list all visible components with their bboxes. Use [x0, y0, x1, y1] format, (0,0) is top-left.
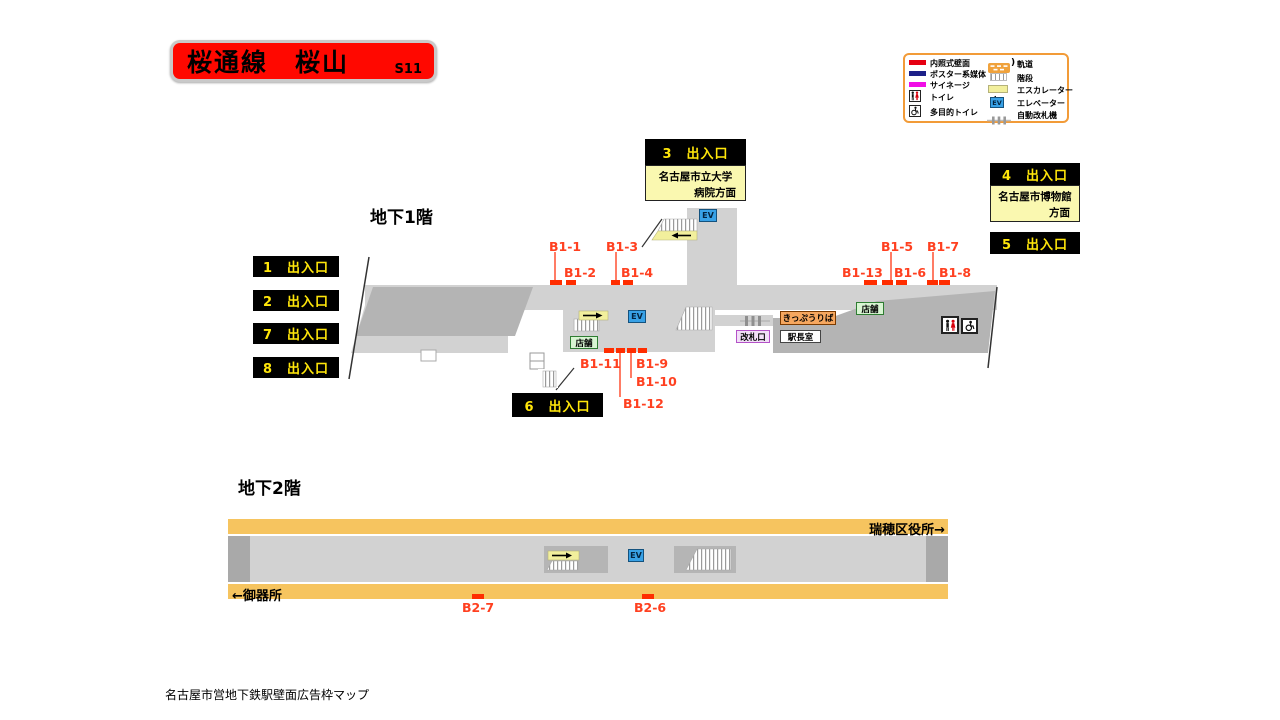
legend-label-poster: ポスター系媒体: [930, 70, 986, 79]
exit-4-destination-line2: 方面: [1049, 207, 1070, 220]
ad-label-b1-1: B1-1: [549, 239, 582, 254]
station-office-box: 駅長室: [780, 330, 821, 343]
direction-gokiso: ←御器所: [232, 589, 282, 604]
exit-6-box: 6 出入口: [512, 393, 603, 417]
station-title: 桜通線 桜山: [187, 48, 350, 77]
ad-marker-b1-10: [627, 348, 636, 353]
toilet-icon-b1: [941, 316, 959, 334]
legend-label-track: 軌道: [1017, 60, 1033, 69]
ad-marker-b1-6: [896, 280, 907, 285]
legend-label-signage: サイネージ: [930, 81, 970, 90]
legend: 内照式壁面 ポスター系媒体 サイネージ トイレ 多目的トイレ ) 軌道 階段 エ…: [903, 53, 1073, 125]
stairs-icon: [990, 73, 1007, 81]
ad-label-b1-11: B1-11: [580, 356, 621, 371]
exit-4-destination-line1: 名古屋市博物館: [998, 191, 1072, 203]
ad-marker-b1-7: [927, 280, 938, 285]
ad-label-b1-3: B1-3: [606, 239, 639, 254]
ad-marker-b1-5: [882, 280, 893, 285]
exit-4-destination: 名古屋市博物館 方面: [990, 185, 1080, 222]
wall-ad-red-swatch: [909, 60, 926, 65]
ad-label-b1-12: B1-12: [623, 396, 664, 411]
ad-label-b1-10: B1-10: [636, 374, 677, 389]
elevator-box-b1: EV: [628, 310, 646, 323]
exit-1-box: 1 出入口: [253, 256, 339, 277]
legend-label-stairs: 階段: [1017, 74, 1033, 83]
exit-2-box: 2 出入口: [253, 290, 339, 311]
legend-label-elevator: エレベーター: [1017, 99, 1065, 108]
map-caption: 名古屋市営地下鉄駅壁面広告枠マップ: [165, 688, 370, 702]
track-icon: [988, 58, 1010, 73]
exit-8-box: 8 出入口: [253, 357, 339, 378]
exit-3-destination-line1: 名古屋市立大学: [658, 171, 733, 183]
ad-marker-b1-9: [638, 348, 647, 353]
ad-marker-b2-7: [472, 594, 484, 599]
poster-blue-swatch: [909, 71, 926, 76]
ad-label-b1-13: B1-13: [842, 265, 883, 280]
ad-label-b2-7: B2-7: [462, 600, 495, 615]
ad-label-b1-6: B1-6: [894, 265, 927, 280]
exit-3-destination: 名古屋市立大学 病院方面: [645, 165, 746, 201]
ad-marker-b1-11: [604, 348, 614, 353]
station-title-plate: 桜通線 桜山 S11: [170, 40, 437, 82]
exit-7-box: 7 出入口: [253, 323, 339, 344]
accessible-toilet-icon: [909, 105, 921, 117]
floor-heading-b1: 地下1階: [370, 208, 433, 228]
ad-label-b2-6: B2-6: [634, 600, 667, 615]
ad-marker-b1-4: [623, 280, 633, 285]
exit-3-destination-line2: 病院方面: [694, 187, 736, 200]
shop-box-concourse: 店舗: [570, 336, 598, 349]
ad-label-b1-7: B1-7: [927, 239, 960, 254]
ad-label-b1-2: B1-2: [564, 265, 597, 280]
ad-marker-b1-1: [550, 280, 562, 285]
elevator-icon: EV: [990, 97, 1004, 108]
ad-marker-b1-8: [939, 280, 950, 285]
toilet-icon: [909, 90, 921, 102]
legend-label-escalator: エスカレーター: [1017, 86, 1073, 95]
legend-label-toilet: トイレ: [930, 93, 954, 102]
ad-marker-b1-2: [566, 280, 576, 285]
shop-box-east: 店舗: [856, 302, 884, 315]
ad-marker-b1-3: [611, 280, 620, 285]
exit-3-box: 3 出入口: [645, 139, 746, 165]
track-icon-paren: ): [1011, 58, 1016, 68]
station-code: S11: [394, 62, 422, 77]
floor-heading-b2: 地下2階: [238, 479, 301, 499]
signage-magenta-swatch: [909, 82, 926, 87]
legend-label-ticket-gate: 自動改札機: [1017, 111, 1057, 120]
ad-label-b1-8: B1-8: [939, 265, 972, 280]
ad-label-b1-4: B1-4: [621, 265, 654, 280]
escalator-icon: [988, 85, 1008, 101]
exit-5-box: 5 出入口: [990, 232, 1080, 254]
ad-label-b1-5: B1-5: [881, 239, 914, 254]
legend-label-accessible-toilet: 多目的トイレ: [930, 108, 978, 117]
ad-marker-b2-6: [642, 594, 654, 599]
accessible-toilet-icon-b1: [961, 318, 978, 334]
ticket-gate-icon: [987, 110, 1011, 125]
ad-marker-b1-13: [864, 280, 877, 285]
elevator-box-exit3: EV: [699, 209, 717, 222]
ad-marker-b1-12: [616, 348, 625, 353]
exit-4-box: 4 出入口: [990, 163, 1080, 185]
fare-gate-box: 改札口: [736, 330, 770, 343]
station-title-background: 桜通線 桜山 S11: [173, 43, 434, 79]
direction-mizuho-kuyakusho: 瑞穂区役所→: [869, 523, 945, 538]
legend-label-wall-ad: 内照式壁面: [930, 59, 970, 68]
elevator-box-b2: EV: [628, 549, 644, 562]
ad-label-b1-9: B1-9: [636, 356, 669, 371]
ticket-counter-box: きっぷうりば: [780, 311, 836, 325]
